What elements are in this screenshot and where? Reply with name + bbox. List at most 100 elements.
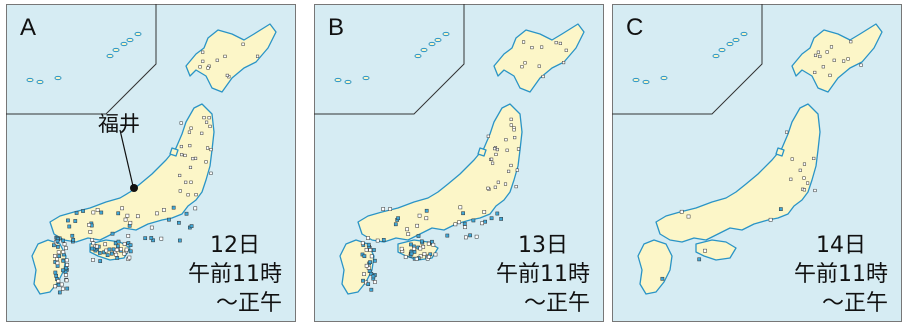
rain-marker (167, 217, 171, 222)
land-sado (477, 147, 487, 157)
station-marker (789, 177, 793, 181)
rain-marker (364, 263, 369, 268)
rain-marker (686, 214, 691, 219)
city-label-fukui: 福井 (98, 112, 140, 136)
rain-marker (143, 236, 148, 241)
station-marker (516, 147, 521, 151)
station-marker (486, 186, 490, 190)
rain-marker (73, 219, 78, 223)
rain-marker (115, 256, 120, 260)
rain-marker (74, 211, 79, 215)
rain-marker (703, 248, 707, 253)
rain-marker (426, 241, 431, 246)
rain-marker (372, 248, 376, 252)
rain-marker (60, 286, 65, 291)
rain-marker (61, 250, 66, 254)
station-marker (790, 157, 794, 161)
station-marker (188, 144, 192, 148)
island (428, 41, 436, 47)
station-marker (206, 146, 210, 150)
rain-marker (126, 234, 131, 238)
station-marker (812, 156, 816, 160)
rain-marker (371, 274, 376, 279)
station-marker (201, 50, 205, 54)
rain-marker (361, 278, 365, 283)
station-marker (829, 45, 834, 49)
station-marker (189, 126, 193, 130)
station-marker (207, 116, 211, 120)
rain-marker (88, 230, 93, 234)
station-marker (491, 161, 495, 165)
rain-marker (464, 235, 468, 240)
rain-marker (366, 236, 370, 240)
city-leader-line (119, 129, 134, 187)
rain-marker (462, 221, 467, 226)
rain-marker (453, 222, 458, 227)
rain-marker (480, 221, 484, 226)
rain-marker (116, 239, 121, 244)
rain-marker (415, 223, 419, 228)
caption-day-b: 13日 (518, 233, 568, 258)
station-marker (507, 169, 511, 173)
station-marker (496, 180, 500, 184)
rain-marker (109, 251, 114, 256)
rain-marker (123, 217, 128, 222)
island (414, 53, 422, 59)
land-sado (169, 147, 179, 157)
rain-marker (399, 246, 404, 251)
rain-marker (482, 210, 487, 214)
station-marker (208, 124, 212, 128)
island (334, 77, 342, 83)
rain-marker (53, 270, 58, 275)
station-marker (503, 182, 508, 186)
station-marker (816, 50, 820, 54)
station-marker (554, 41, 558, 45)
rain-marker (418, 246, 423, 251)
land-hokkaido (493, 23, 585, 93)
island (344, 79, 352, 85)
rain-marker (409, 251, 414, 256)
rain-marker (433, 252, 438, 257)
station-marker (813, 53, 818, 57)
rain-marker (419, 239, 424, 244)
rain-marker (126, 241, 131, 245)
rain-marker (381, 207, 386, 211)
rain-marker (360, 241, 365, 245)
rain-marker (171, 205, 176, 210)
rain-marker (193, 206, 198, 211)
panel-letter-c: C (626, 14, 644, 41)
rain-marker (95, 244, 99, 249)
rain-marker (369, 254, 374, 259)
rain-marker (90, 238, 94, 242)
rain-marker (91, 210, 96, 215)
rain-marker (159, 236, 164, 241)
island (632, 77, 640, 83)
rain-marker (56, 250, 61, 255)
rain-marker (149, 225, 154, 230)
rain-marker (424, 208, 429, 213)
station-marker (202, 116, 206, 120)
rain-marker (62, 242, 67, 247)
station-marker (509, 123, 513, 127)
island (740, 31, 748, 37)
station-marker (178, 189, 182, 193)
rain-marker (369, 287, 374, 292)
rain-marker (128, 249, 133, 254)
rain-marker (162, 208, 166, 212)
rain-marker (369, 271, 374, 276)
station-marker (201, 59, 205, 63)
rain-marker (414, 257, 419, 261)
rain-marker (178, 238, 182, 243)
island (660, 75, 668, 81)
rain-marker (99, 210, 104, 215)
station-marker (828, 73, 832, 77)
rain-marker (56, 244, 60, 249)
station-marker (842, 59, 846, 63)
rain-marker (98, 259, 103, 263)
rain-marker (120, 206, 124, 211)
rain-marker (114, 247, 119, 252)
rain-marker (59, 282, 64, 287)
station-marker (205, 120, 209, 124)
rain-marker (366, 282, 371, 286)
rain-marker (373, 258, 377, 263)
